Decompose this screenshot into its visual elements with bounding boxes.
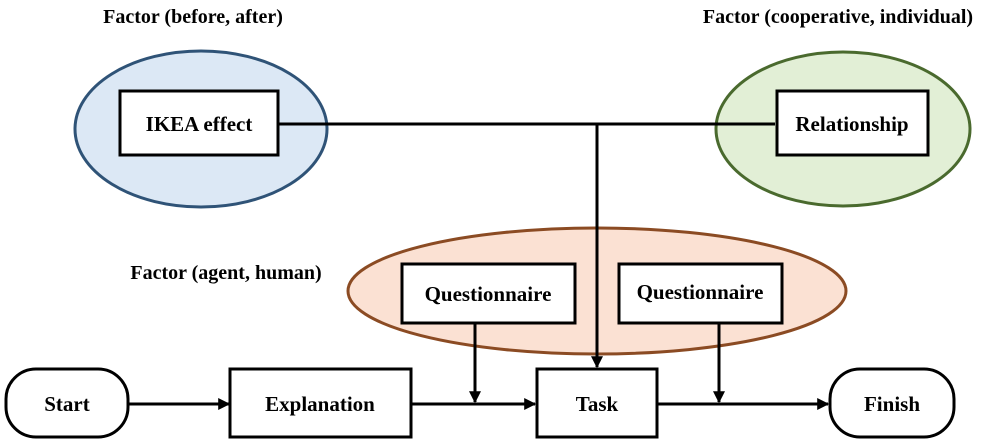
ikea-effect-label: IKEA effect bbox=[146, 112, 253, 136]
ikea-effect-box bbox=[118, 89, 280, 157]
explanation-label: Explanation bbox=[265, 392, 375, 416]
factor-label-relationship: Factor (cooperative, individual) bbox=[703, 6, 973, 28]
relationship-box bbox=[775, 89, 930, 157]
relationship-label: Relationship bbox=[795, 112, 908, 136]
questionnaire-left-box bbox=[400, 262, 577, 325]
finish-label: Finish bbox=[864, 392, 920, 416]
explanation-node bbox=[228, 367, 413, 439]
task-label: Task bbox=[576, 392, 619, 416]
finish-node bbox=[828, 367, 956, 439]
factor-label-agent: Factor (agent, human) bbox=[130, 262, 321, 284]
start-node bbox=[4, 367, 130, 439]
factor-label-ikea: Factor (before, after) bbox=[103, 6, 283, 28]
start-label: Start bbox=[44, 392, 90, 416]
questionnaire-right-label: Questionnaire bbox=[637, 280, 764, 304]
questionnaire-left-label: Questionnaire bbox=[425, 282, 552, 306]
task-node bbox=[535, 367, 659, 439]
questionnaire-right-box bbox=[617, 262, 784, 325]
